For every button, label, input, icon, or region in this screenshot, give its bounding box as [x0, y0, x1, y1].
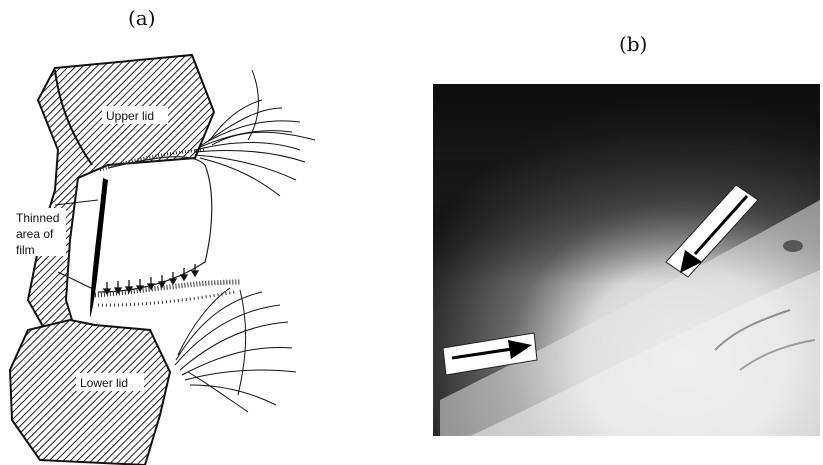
flow-arrows [104, 264, 198, 294]
thinned-label-line-3: film [16, 243, 35, 257]
upper-lid-label: Upper lid [106, 109, 154, 123]
eyelid-diagram: Upper lid Lower lid Thinned area of film [10, 55, 315, 465]
lower-lid-label: Lower lid [80, 376, 128, 390]
thinned-label-line-1: Thinned [16, 211, 59, 225]
photograph [433, 84, 820, 436]
lower-lid-shape [10, 320, 170, 465]
thinned-label-line-2: area of [16, 227, 54, 241]
upper-eyelashes [195, 70, 315, 196]
lower-eyelashes [175, 288, 296, 412]
